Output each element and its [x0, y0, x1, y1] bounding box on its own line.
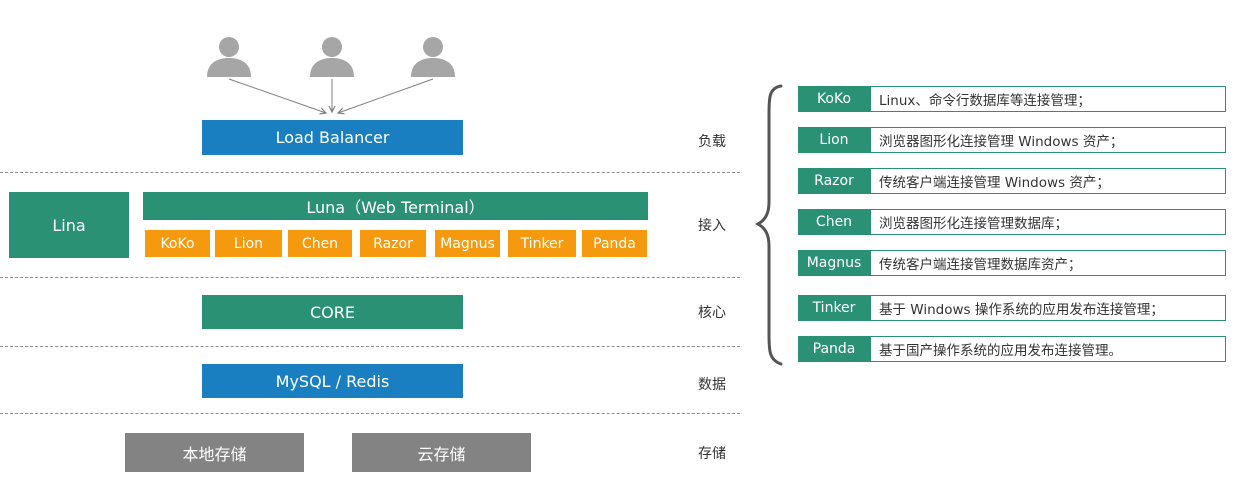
legend-name-koko: KoKo	[798, 86, 870, 112]
component-magnus: Magnus	[435, 230, 500, 257]
legend-name-panda: Panda	[798, 336, 870, 362]
layer-divider	[0, 413, 740, 414]
component-lion: Lion	[215, 230, 282, 257]
layer-label-load: 负载	[698, 134, 726, 150]
user-icon	[411, 37, 455, 77]
legend-desc-razor: 传统客户端连接管理 Windows 资产；	[870, 168, 1226, 194]
component-razor: Razor	[360, 230, 426, 257]
legend-desc-lion: 浏览器图形化连接管理 Windows 资产；	[870, 127, 1226, 153]
database-box: MySQL / Redis	[202, 364, 463, 398]
core-box: CORE	[202, 295, 463, 329]
component-tinker: Tinker	[508, 230, 576, 257]
local-storage-box: 本地存储	[125, 433, 304, 472]
layer-divider	[0, 346, 740, 347]
user-icon	[310, 37, 354, 77]
legend-name-razor: Razor	[798, 168, 870, 194]
legend-name-lion: Lion	[798, 127, 870, 153]
layer-divider	[0, 172, 740, 173]
component-panda: Panda	[582, 230, 647, 257]
user-icon	[207, 37, 251, 77]
legend-name-tinker: Tinker	[798, 295, 870, 321]
layer-divider	[0, 277, 740, 278]
curly-brace	[755, 84, 783, 366]
legend-desc-magnus: 传统客户端连接管理数据库资产；	[870, 250, 1226, 276]
legend-desc-koko: Linux、命令行数据库等连接管理；	[870, 86, 1226, 112]
layer-label-core: 核心	[698, 305, 726, 321]
cloud-storage-box: 云存储	[352, 433, 531, 472]
load-balancer-box: Load Balancer	[202, 120, 463, 155]
legend-desc-chen: 浏览器图形化连接管理数据库；	[870, 209, 1226, 235]
component-koko: KoKo	[145, 230, 210, 257]
component-chen: Chen	[288, 230, 352, 257]
user-arrows	[228, 78, 434, 130]
legend-name-magnus: Magnus	[798, 250, 870, 276]
legend-desc-tinker: 基于 Windows 操作系统的应用发布连接管理；	[870, 295, 1226, 321]
layer-label-data: 数据	[698, 377, 726, 393]
layer-label-storage: 存储	[698, 446, 726, 462]
legend-name-chen: Chen	[798, 209, 870, 235]
layer-label-access: 接入	[698, 218, 726, 234]
lina-box: Lina	[9, 192, 129, 258]
legend-desc-panda: 基于国产操作系统的应用发布连接管理。	[870, 336, 1226, 362]
luna-box: Luna（Web Terminal）	[143, 192, 648, 220]
